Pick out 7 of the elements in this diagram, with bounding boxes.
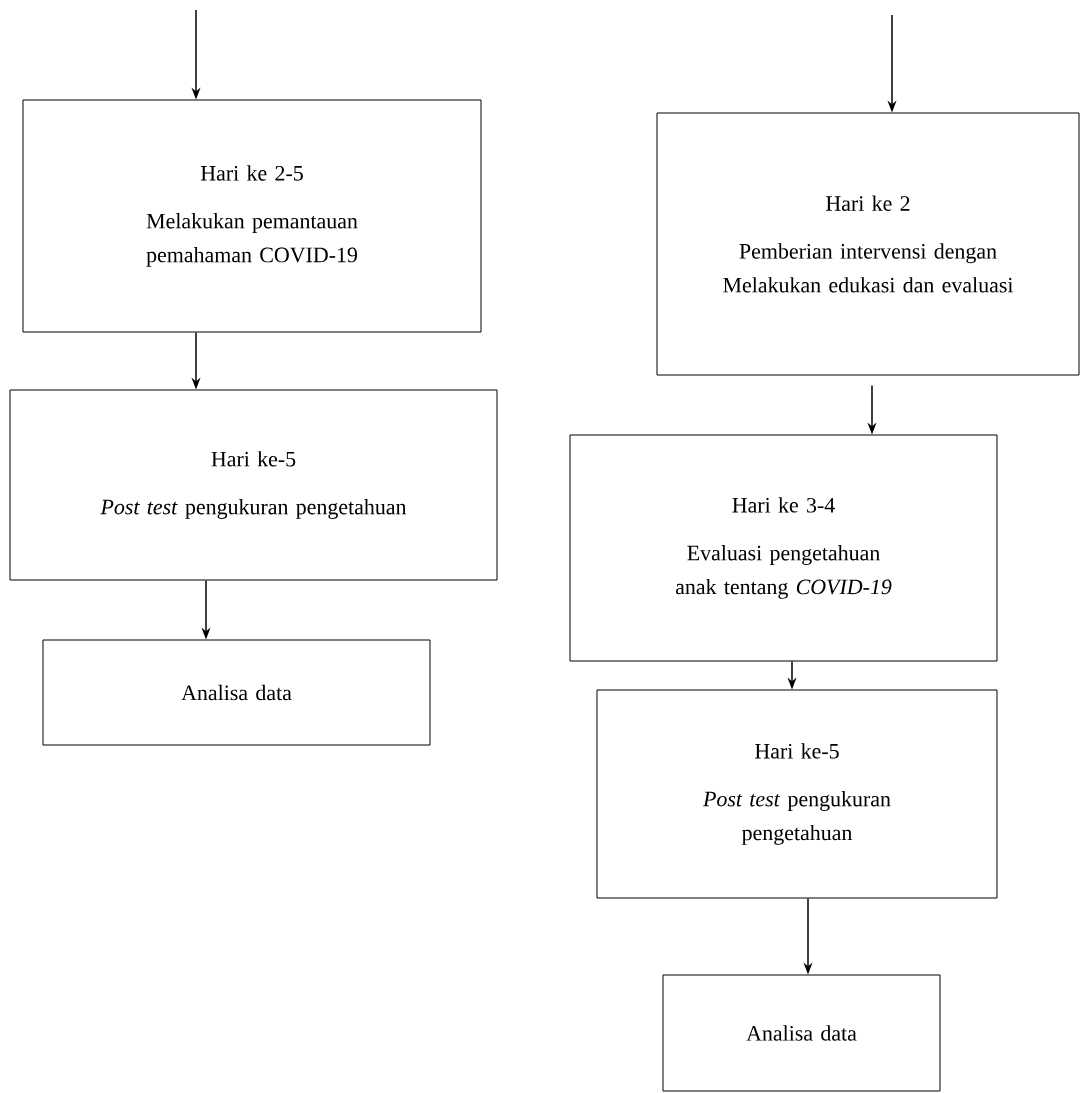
process-box: Hari ke 2 Pemberian intervensi dengan Melakukan edukasi dan evaluasi [656, 112, 1080, 376]
process-box: Hari ke 3-4 Evaluasi pengetahuan anak tentang COVID-19 [569, 434, 998, 662]
process-box: Analisa data [42, 639, 431, 746]
process-box: Analisa data [662, 974, 941, 1092]
process-box: Hari ke-5 Post test pengukuran pengetahuan [9, 389, 498, 581]
process-box: Hari ke 2-5 Melakukan pemantauan pemahaman COVID-19 [22, 99, 482, 333]
process-box: Hari ke-5 Post test pengukuran pengetahuan [596, 689, 998, 899]
